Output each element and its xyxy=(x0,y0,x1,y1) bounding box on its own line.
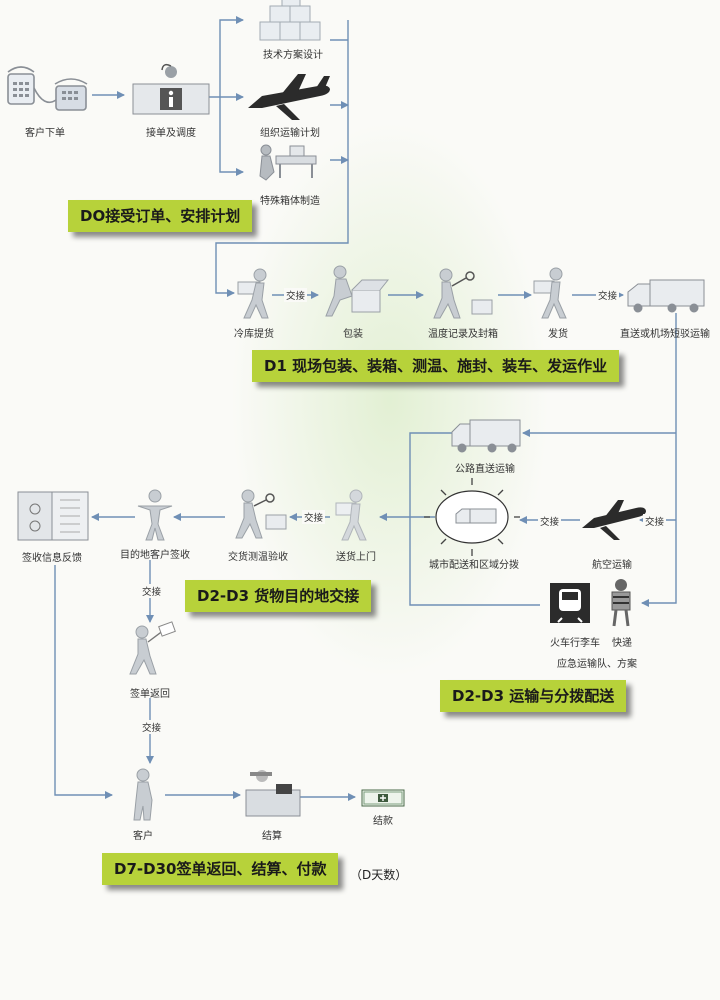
receiver-person-icon xyxy=(137,489,173,541)
inspection-worker-icon xyxy=(235,489,287,539)
sign-feedback-label: 签收信息反馈 xyxy=(22,553,82,564)
arrow-feedback-to-customer xyxy=(54,565,113,799)
box-worker-icon xyxy=(259,144,317,181)
sign-return-person-icon xyxy=(129,621,176,675)
stage-banner-d7: D7-D30签单返回、结算、付款 xyxy=(102,853,339,885)
customer-label: 客户 xyxy=(133,831,153,842)
handover-label: 交接 xyxy=(643,514,667,528)
telephone-icon xyxy=(7,66,88,111)
stacked-boxes-icon xyxy=(259,0,321,41)
express-label: 快递 xyxy=(612,638,632,649)
city-distribution-icon xyxy=(424,478,520,556)
arrow-trunk-to-express xyxy=(641,313,677,607)
handover-label: 交接 xyxy=(596,288,620,302)
customer-order-label: 客户下单 xyxy=(25,128,65,139)
road-truck-icon xyxy=(451,419,521,453)
line-hub-bus xyxy=(409,432,540,606)
stage-banner-d2-transport: D2-D3 运输与分拨配送 xyxy=(440,680,627,712)
temp-inspect-label: 交货测温验收 xyxy=(228,552,288,563)
handover-label: 交接 xyxy=(140,584,164,598)
handover-label: 交接 xyxy=(538,514,562,528)
payment-label: 结款 xyxy=(373,816,393,827)
emergency-label: 应急运输队、方案 xyxy=(557,659,637,670)
arrow-to-cold-pickup xyxy=(215,20,349,297)
cold-pickup-worker-icon xyxy=(237,268,269,319)
truck-icon xyxy=(627,279,705,313)
settlement-label: 结算 xyxy=(262,831,282,842)
door-delivery-label: 送货上门 xyxy=(336,552,376,563)
train-icon xyxy=(550,583,590,623)
air-transport-plane-icon xyxy=(582,500,646,540)
fax-machine-icon xyxy=(17,491,89,541)
courier-icon xyxy=(611,579,631,627)
packing-worker-icon xyxy=(325,265,390,317)
city-distribution-label: 城市配送和区域分拨 xyxy=(429,560,519,571)
handover-label: 交接 xyxy=(140,720,164,734)
arrow-dispatch-to-box xyxy=(219,97,244,176)
temperature-worker-icon xyxy=(433,268,493,319)
sign-return-label: 签单返回 xyxy=(130,689,170,700)
air-transport-label: 航空运输 xyxy=(592,560,632,571)
cashier-icon xyxy=(245,770,301,817)
banknote-icon xyxy=(361,789,405,807)
transport-plan-label: 组织运输计划 xyxy=(260,128,320,139)
door-delivery-worker-icon xyxy=(335,489,367,541)
train-label: 火车行李车 xyxy=(550,638,600,649)
special-box-label: 特殊箱体制造 xyxy=(260,196,320,207)
dest-sign-label: 目的地客户签收 xyxy=(120,550,190,561)
shipping-worker-icon xyxy=(533,267,567,319)
tech-design-label: 技术方案设计 xyxy=(263,50,323,61)
stage-banner-d1: D1 现场包装、装箱、测温、施封、装车、发运作业 xyxy=(252,350,620,382)
customer-person-icon xyxy=(133,768,153,821)
dispatch-desk-icon xyxy=(132,63,210,115)
dispatch-label: 接单及调度 xyxy=(146,128,196,139)
packing-label: 包装 xyxy=(343,329,363,340)
airplane-icon xyxy=(248,74,330,120)
stage-banner-d2-destination: D2-D3 货物目的地交接 xyxy=(185,580,372,612)
handover-label: 交接 xyxy=(302,510,326,524)
direct-transport-label: 直送或机场短驳运输 xyxy=(620,329,710,340)
road-transport-label: 公路直送运输 xyxy=(455,464,515,475)
cold-pickup-label: 冷库提货 xyxy=(234,329,274,340)
ship-label: 发货 xyxy=(548,329,568,340)
temp-record-label: 温度记录及封箱 xyxy=(428,329,498,340)
handover-label: 交接 xyxy=(284,288,308,302)
arrow-dispatch-to-design xyxy=(219,16,244,97)
day-unit-note: （D天数） xyxy=(350,868,408,882)
stage-banner-d0: DO接受订单、安排计划 xyxy=(68,200,253,232)
